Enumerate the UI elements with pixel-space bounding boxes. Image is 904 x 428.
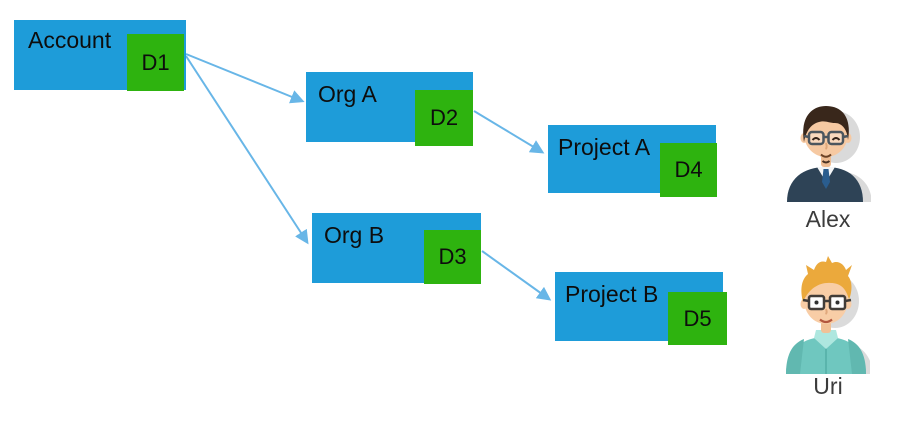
- badge-d5: D5: [668, 292, 727, 345]
- avatar-uri-icon: [786, 256, 873, 377]
- badge-d1-label: D1: [141, 49, 170, 75]
- edge-d1-to-org-b: [185, 55, 309, 245]
- node-org-a-label: Org A: [318, 81, 377, 107]
- badge-d4: D4: [660, 143, 717, 197]
- user-alex: [785, 96, 872, 205]
- user-uri-name: Uri: [813, 373, 843, 399]
- edge-d2-to-project-a: [473, 110, 545, 154]
- user-uri: [786, 256, 873, 377]
- node-account-label: Account: [28, 27, 112, 53]
- node-project-b-label: Project B: [565, 281, 659, 307]
- avatar-alex-icon: [787, 106, 872, 205]
- edge-d3-to-project-b: [481, 250, 552, 301]
- badge-d5-label: D5: [683, 305, 712, 331]
- badge-d2: D2: [415, 90, 473, 146]
- edge-d1-to-org-a: [185, 53, 305, 104]
- badge-d3: D3: [424, 230, 481, 284]
- node-org-b-label: Org B: [324, 222, 385, 248]
- badge-d3-label: D3: [438, 244, 467, 269]
- badge-d1: D1: [127, 34, 184, 91]
- badge-d2-label: D2: [429, 105, 459, 130]
- user-alex-name: Alex: [805, 206, 851, 232]
- node-project-a-label: Project A: [558, 134, 651, 160]
- badge-d4-label: D4: [674, 157, 703, 182]
